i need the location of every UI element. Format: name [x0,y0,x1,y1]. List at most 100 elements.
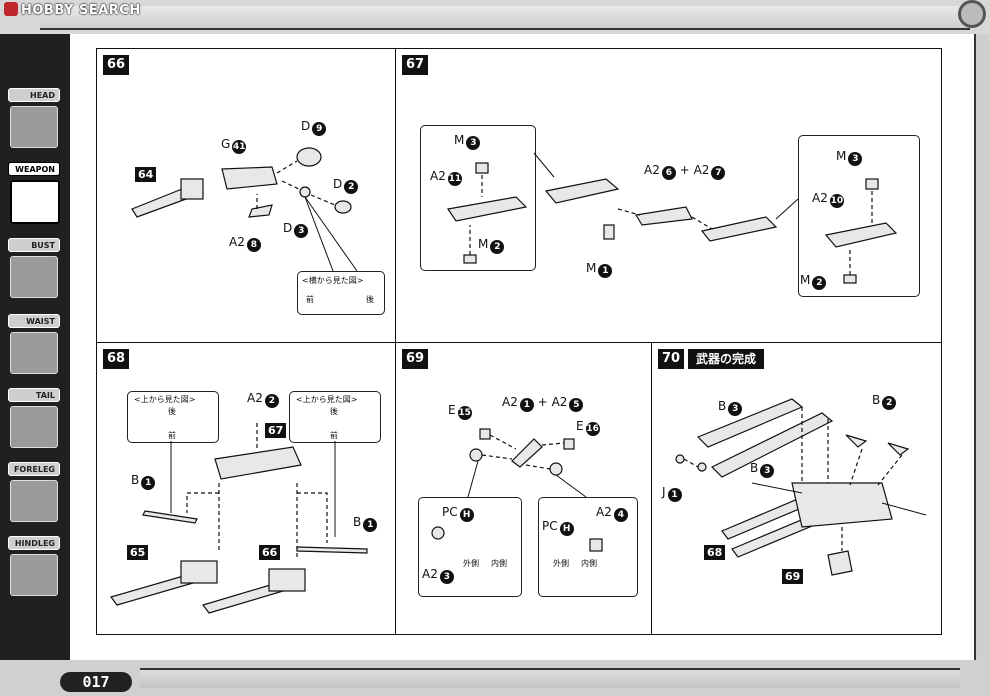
foreleg-thumbnail-icon [10,480,58,522]
part-d9 [296,147,322,167]
left-joint-part [469,448,483,462]
sidebar-item-label: TAIL [8,388,60,402]
hindleg-thumbnail-icon [10,554,58,596]
part-e16 [563,438,575,450]
side-view-back: 後 [366,295,374,304]
weapon-thumbnail-icon [10,180,60,224]
tail-thumbnail-icon [10,406,58,448]
pc-h-left-part [431,526,445,540]
inner-side-note: 内側 [581,559,597,568]
pin-j1-a [675,454,685,464]
joint-arm-part [511,438,543,468]
top-view-callout-left: <上から見た図> 後 前 [127,391,219,443]
top-view-callout-right: <上から見た図> 後 前 [289,391,381,443]
inner-side-note: 内側 [491,559,507,568]
sidebar: HEAD WEAPON BUST WAIST TAIL FORELEG HIND… [0,34,70,660]
logo-mark [4,2,18,16]
sidebar-item-head[interactable]: HEAD [4,88,66,152]
step-67-diagram [446,152,898,284]
sidebar-item-weapon[interactable]: WEAPON [4,162,66,226]
frame-band-bottom [140,668,960,688]
top-view-front: 前 [330,431,338,440]
bust-thumbnail-icon [10,256,58,298]
ref-step-65: 65 [127,545,149,560]
sidebar-item-tail[interactable]: TAIL [4,388,66,452]
part-d3 [299,186,311,198]
top-view-title: <上から見た図> [134,395,196,404]
completed-weapon-body [791,482,893,528]
step-number: 67 [402,55,428,75]
step-number: 66 [103,55,129,75]
side-view-title: <横から見た図> [302,276,364,285]
sidebar-item-label: BUST [8,238,60,252]
page-frame-top: HOBBY SEARCH [0,0,990,34]
pin-j1-b [697,462,707,472]
page-number: 017 [60,672,132,692]
top-view-back: 後 [168,407,176,416]
sidebar-item-hindleg[interactable]: HINDLEG [4,536,66,600]
step-number: 70 [658,349,684,369]
top-view-front: 前 [168,431,176,440]
step-68-diagram [109,423,368,614]
part-m3-left [475,162,489,174]
step-number: 68 [103,349,129,369]
weapon-body-assembly [214,446,302,480]
fin-b2-a [845,434,868,448]
frame-band [40,6,970,30]
sidebar-item-label: HINDLEG [8,536,60,550]
upper-body-part [544,178,620,204]
gun-65-mount [180,560,218,584]
page-frame-right [974,34,990,660]
lower-body-part [700,216,778,242]
ref-step-68: 68 [704,545,726,560]
right-joint-part [549,462,563,476]
sidebar-item-foreleg[interactable]: FORELEG [4,462,66,526]
outer-side-note: 外側 [463,559,479,568]
part-m2-left [463,254,477,264]
part-m1 [603,224,615,240]
gun-66-mount [268,568,306,592]
sidebar-item-label: WEAPON [8,162,60,176]
step-number: 69 [402,349,428,369]
watermark-logo: HOBBY SEARCH [4,2,141,18]
sidebar-item-waist[interactable]: WAIST [4,314,66,378]
side-view-front: 前 [306,295,314,304]
top-view-back: 後 [330,407,338,416]
part-d2 [334,200,352,214]
barrel-mount-part [180,178,204,200]
part-b1-right [296,546,368,554]
sidebar-item-bust[interactable]: BUST [4,238,66,302]
center-joint-part [635,206,693,226]
side-view-callout: <横から見た図> 前 後 [297,271,385,315]
sidebar-item-label: WAIST [8,314,60,328]
right-subassembly-part [824,222,898,248]
ref-step-67: 67 [265,423,287,438]
